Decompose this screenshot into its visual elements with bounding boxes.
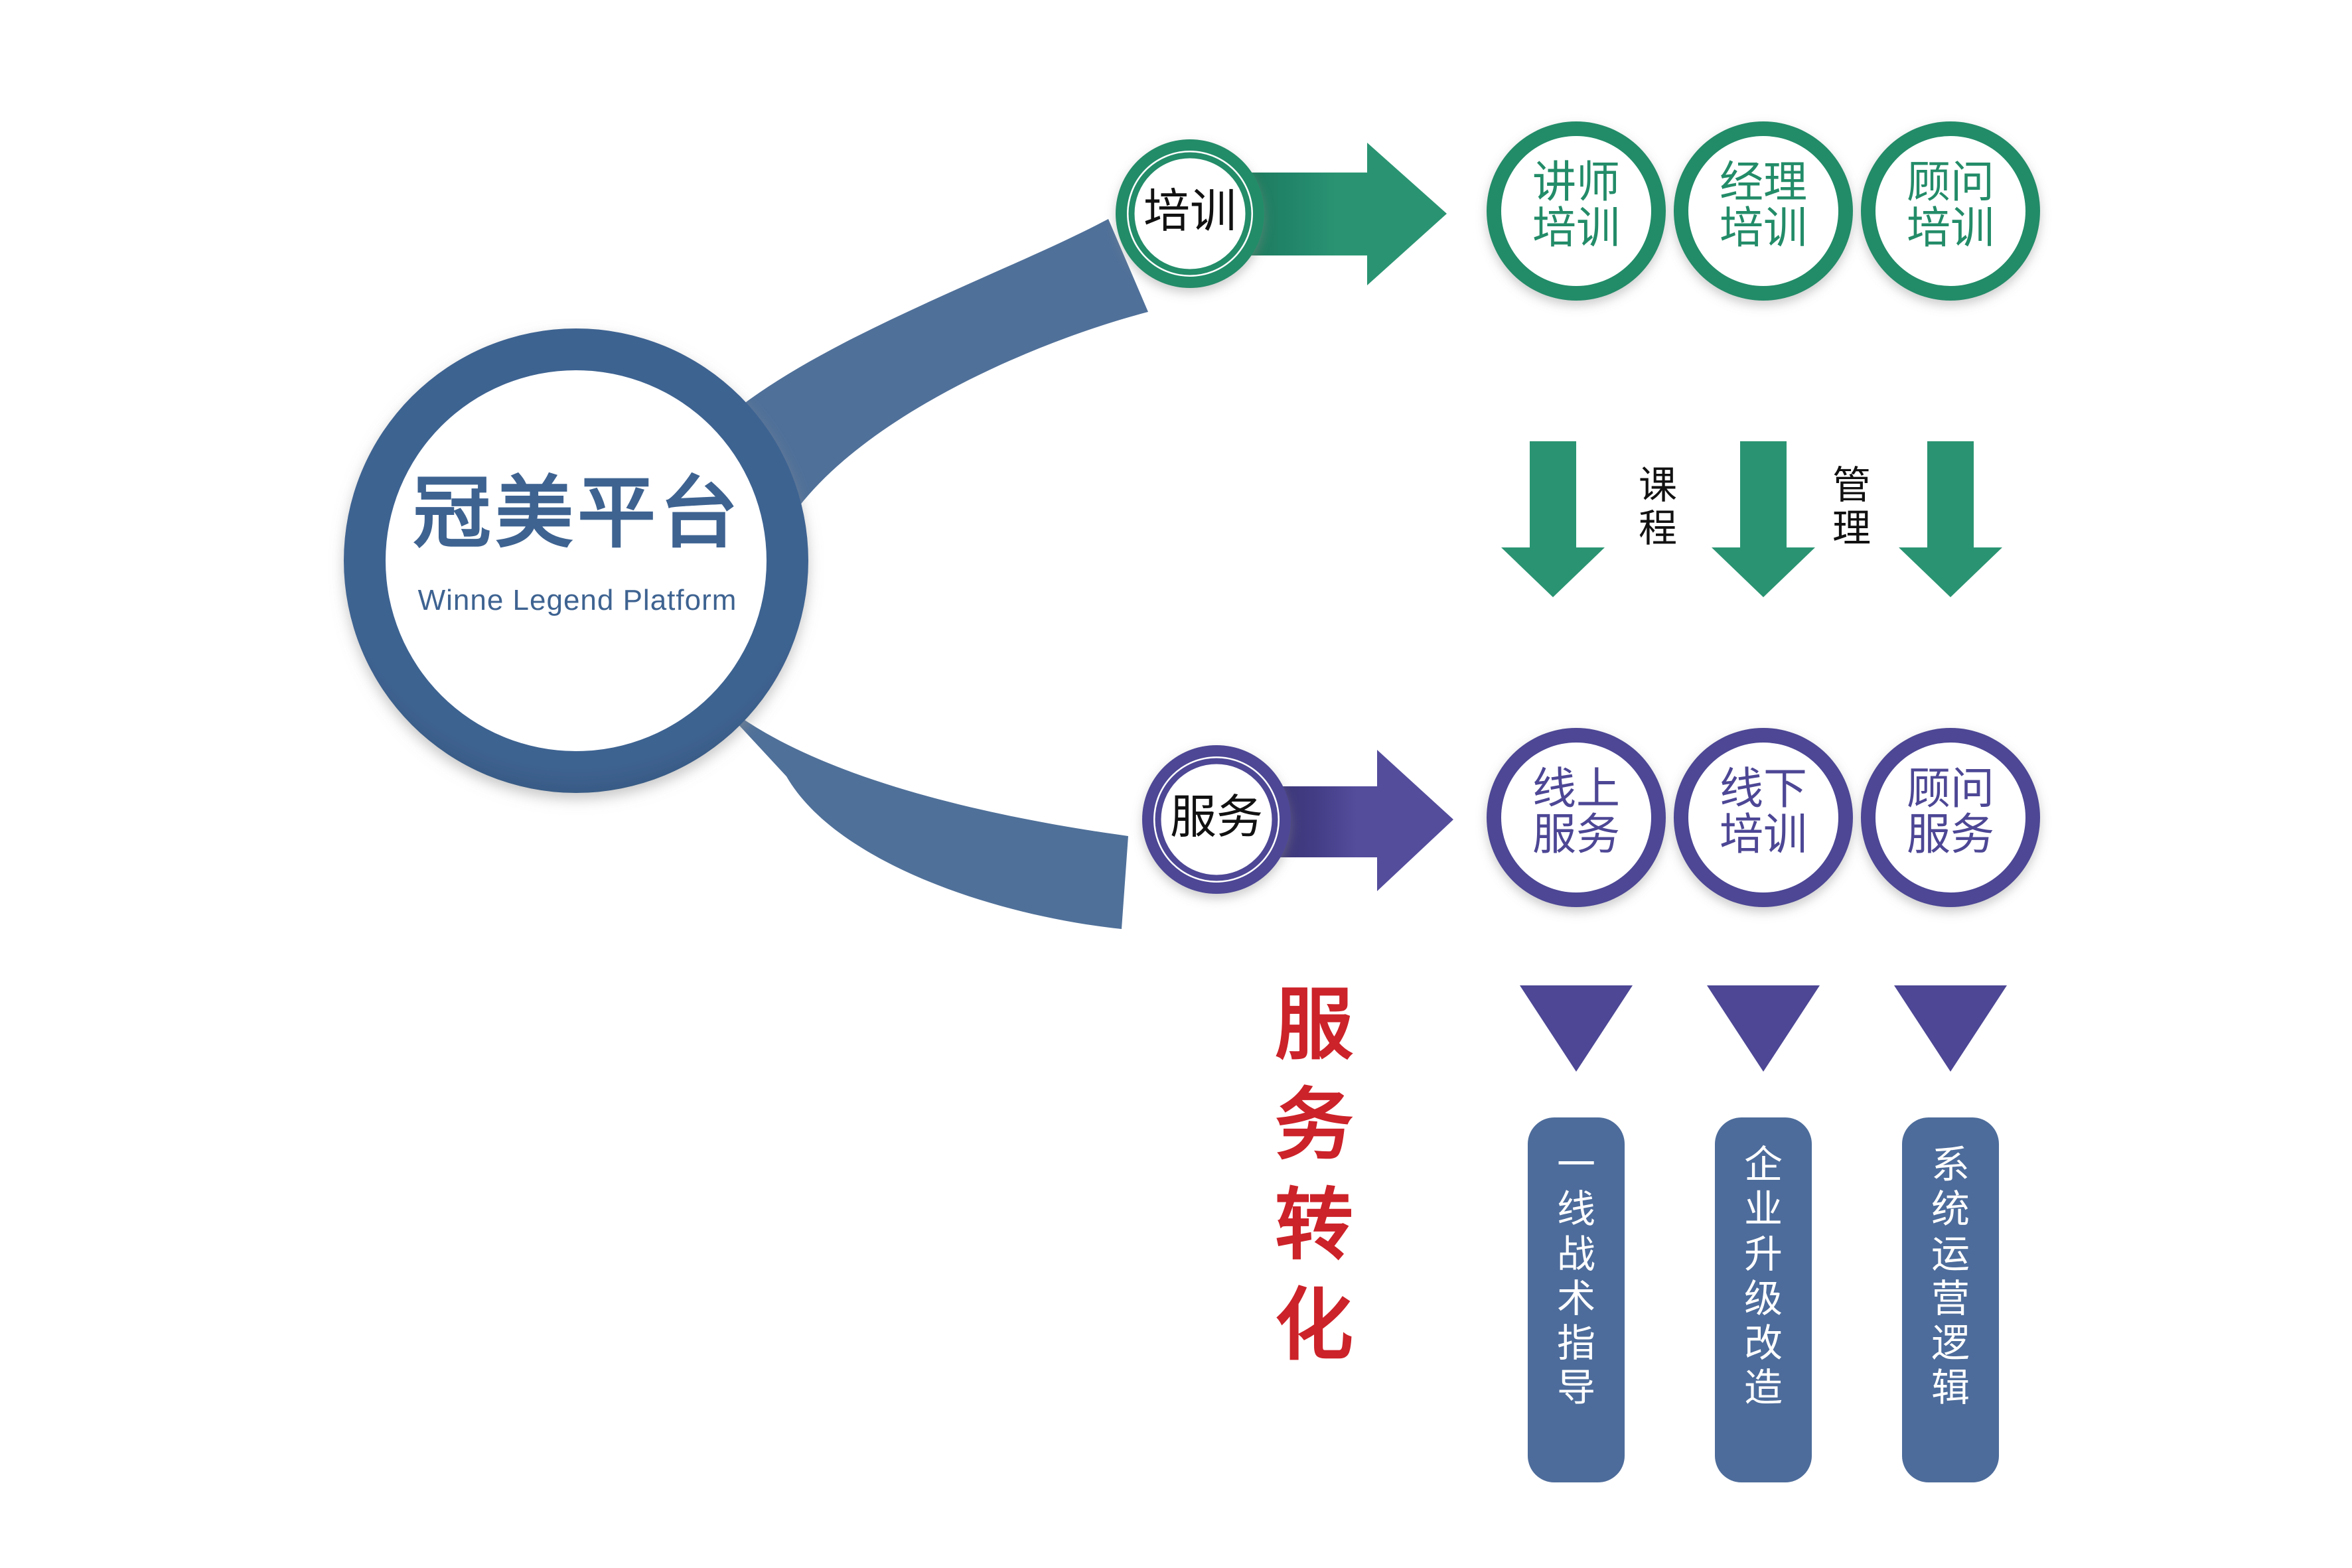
training-leaf-circle-2[interactable]	[1674, 121, 1853, 301]
mid-arrow-label-2-char1: 管	[1832, 464, 1871, 507]
mid-down-arrow-1	[1501, 441, 1605, 597]
conversion-heading-char-4: 化	[1274, 1282, 1353, 1370]
service-leaf-circles	[1487, 728, 2040, 907]
conversion-bar-3	[1902, 1117, 1999, 1482]
conversion-bar-2-char-5: 改	[1743, 1322, 1783, 1366]
mid-down-arrow-2	[1712, 441, 1815, 597]
service-arrow	[1278, 750, 1453, 891]
service-node-circle[interactable]	[1142, 745, 1291, 894]
conversion-bar-1-char-2: 线	[1556, 1188, 1595, 1232]
hub-circle[interactable]	[344, 328, 808, 793]
service-leaf-circle-1[interactable]	[1487, 728, 1666, 907]
service-leaf-circle-2[interactable]	[1674, 728, 1853, 907]
conversion-heading-char-2: 务	[1274, 1082, 1353, 1170]
conversion-triangle-2	[1707, 985, 1820, 1072]
mid-arrow-label-1-char2: 程	[1638, 506, 1677, 550]
mid-arrow-label-2: 管 理	[1822, 464, 1881, 551]
conversion-heading-char-1: 服	[1274, 981, 1353, 1069]
hub-subtitle: Winne Legend Platform	[417, 584, 737, 616]
conversion-bars	[1528, 1117, 1999, 1482]
conversion-bar-3-char-5: 逻	[1931, 1322, 1970, 1366]
conversion-bar-2-char-4: 级	[1743, 1277, 1783, 1320]
conversion-bar-2-char-1: 企	[1743, 1143, 1783, 1186]
mid-down-arrows	[1501, 441, 2002, 597]
mid-arrow-label-2-char2: 理	[1832, 506, 1871, 550]
conversion-heading-char-3: 转	[1274, 1182, 1353, 1270]
mid-down-arrow-3	[1899, 441, 2002, 597]
conversion-bar-3-char-3: 运	[1931, 1232, 1970, 1276]
conversion-bar-3-char-1: 系	[1931, 1143, 1970, 1186]
training-leaf-circle-3[interactable]	[1861, 121, 2040, 301]
conversion-bar-3-char-4: 营	[1931, 1277, 1970, 1320]
mid-arrow-label-1-char1: 课	[1638, 464, 1677, 507]
training-leaf-circles	[1487, 121, 2040, 301]
conversion-bar-2-char-2: 业	[1743, 1188, 1783, 1232]
conversion-bar-label-2: 企 业 升 级 改 造	[1724, 1143, 1803, 1411]
conversion-bar-1-char-6: 导	[1556, 1366, 1595, 1410]
connector-training	[703, 219, 1148, 524]
connector-service	[703, 687, 1128, 929]
conversion-triangle-3	[1894, 985, 2007, 1072]
training-leaf-circle-1[interactable]	[1487, 121, 1666, 301]
conversion-bar-1-char-1: 一	[1556, 1143, 1595, 1186]
conversion-heading: 服 务 转 化	[1261, 975, 1367, 1376]
conversion-bar-1-char-5: 指	[1556, 1322, 1595, 1366]
service-leaf-circle-3[interactable]	[1861, 728, 2040, 907]
mid-arrow-label-1: 课 程	[1628, 464, 1688, 551]
training-node-circle[interactable]	[1116, 139, 1264, 288]
conversion-bar-2-char-6: 造	[1743, 1366, 1783, 1410]
conversion-bar-3-char-6: 辑	[1931, 1366, 1970, 1410]
conversion-bar-3-char-2: 统	[1931, 1188, 1970, 1232]
conversion-bar-1-char-4: 术	[1556, 1277, 1595, 1320]
conversion-bar-2	[1715, 1117, 1812, 1482]
training-arrow	[1248, 143, 1447, 285]
conversion-bar-label-3: 系 统 运 营 逻 辑	[1911, 1143, 1990, 1411]
conversion-bar-2-char-3: 升	[1743, 1232, 1783, 1276]
conversion-triangle-1	[1520, 985, 1633, 1072]
conversion-bar-label-1: 一 线 战 术 指 导	[1536, 1143, 1616, 1411]
conversion-bar-1-char-3: 战	[1556, 1232, 1595, 1276]
conversion-bar-1	[1528, 1117, 1625, 1482]
conversion-triangles	[1520, 985, 2007, 1072]
hub-title: 冠美平台	[412, 470, 742, 557]
